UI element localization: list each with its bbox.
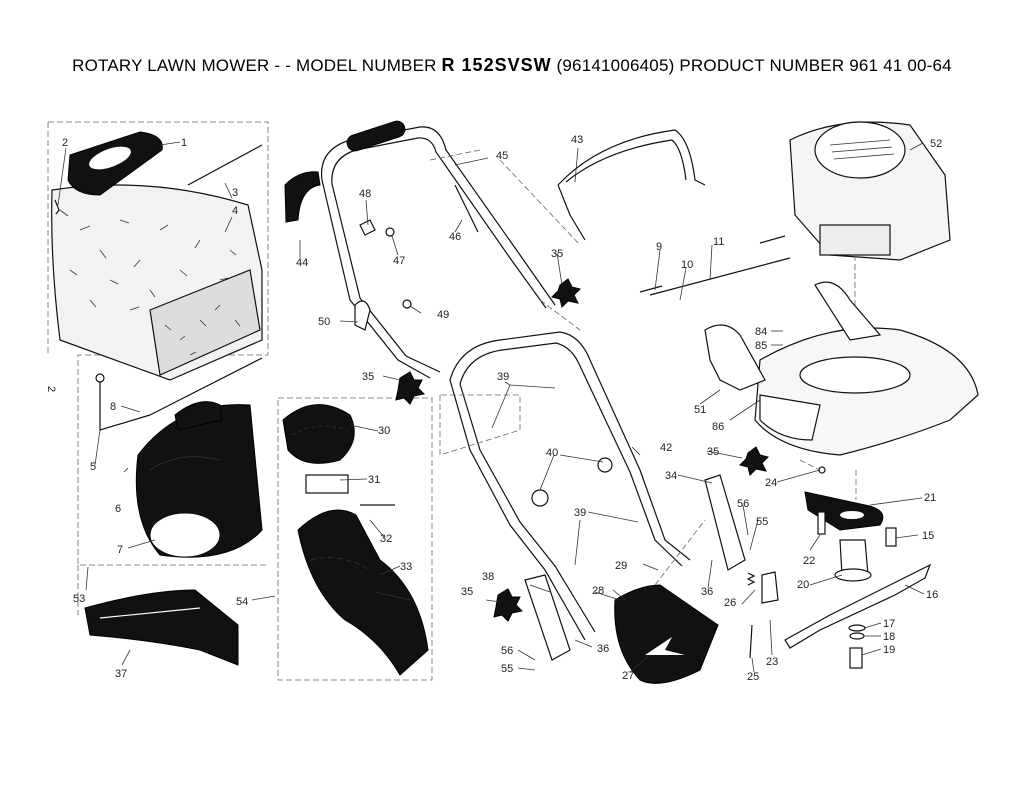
callout-16: 16 (926, 589, 938, 601)
callout-2: 2 (62, 137, 68, 149)
leader-lines (57, 141, 925, 673)
callout-54: 54 (236, 596, 248, 608)
side-mark: 2 (45, 386, 57, 392)
callout-56-a: 56 (737, 498, 749, 510)
discharge-chute-group (277, 397, 433, 681)
callout-31: 31 (368, 474, 380, 486)
callout-17: 17 (883, 618, 895, 630)
callout-23: 23 (766, 656, 778, 668)
engine (789, 121, 951, 345)
callout-labels: 1 2 3 4 5 6 7 8 9 10 11 15 16 17 18 19 2… (45, 134, 942, 683)
callout-33: 33 (400, 561, 412, 573)
callout-30: 30 (378, 425, 390, 437)
callout-21: 21 (924, 492, 936, 504)
callout-55-a: 55 (756, 516, 768, 528)
bail-control (499, 129, 706, 246)
title-model-number: R 152SVSW (441, 55, 552, 75)
callout-44: 44 (296, 257, 308, 269)
callout-47: 47 (393, 255, 405, 267)
callout-36-b: 36 (597, 643, 609, 655)
side-discharge-deflector (77, 565, 239, 666)
callout-3: 3 (232, 187, 238, 199)
callout-28: 28 (592, 585, 604, 597)
title-suffix: (96141006405) PRODUCT NUMBER 961 41 00-6… (556, 56, 952, 75)
callout-55-b: 55 (501, 663, 513, 675)
callout-26: 26 (724, 597, 736, 609)
callout-24: 24 (765, 477, 777, 489)
callout-8: 8 (110, 401, 116, 413)
callout-34: 34 (665, 470, 677, 482)
callout-84: 84 (755, 326, 767, 338)
callout-4: 4 (232, 205, 238, 217)
callout-7: 7 (117, 544, 123, 556)
callout-35-c: 35 (707, 446, 719, 458)
callout-18: 18 (883, 631, 895, 643)
callout-35-a: 35 (362, 371, 374, 383)
callout-37: 37 (115, 668, 127, 680)
knobs (395, 278, 769, 622)
callout-85: 85 (755, 340, 767, 352)
callout-52: 52 (930, 138, 942, 150)
callout-49: 49 (437, 309, 449, 321)
callout-43: 43 (571, 134, 583, 146)
callout-5: 5 (90, 461, 96, 473)
callout-35-b: 35 (551, 248, 563, 260)
callout-40: 40 (546, 447, 558, 459)
callout-42: 42 (660, 442, 672, 454)
callout-32: 32 (380, 533, 392, 545)
diagram-title: ROTARY LAWN MOWER - - MODEL NUMBER R 152… (0, 55, 1024, 76)
callout-25: 25 (747, 671, 759, 683)
callout-56-b: 56 (501, 645, 513, 657)
callout-86: 86 (712, 421, 724, 433)
callout-35-d: 35 (461, 586, 473, 598)
callout-53: 53 (73, 593, 85, 605)
lower-handle (439, 299, 746, 661)
callout-10: 10 (681, 259, 693, 271)
height-adjuster-parts (746, 466, 826, 659)
callout-29: 29 (615, 560, 627, 572)
callout-48: 48 (359, 188, 371, 200)
callout-36-a: 36 (701, 586, 713, 598)
callout-20: 20 (797, 579, 809, 591)
callout-39-b: 39 (574, 507, 586, 519)
grass-catcher-group (47, 121, 269, 566)
upper-handle (284, 120, 556, 379)
mulch-plug (135, 401, 263, 558)
callout-9: 9 (656, 241, 662, 253)
callout-45: 45 (496, 150, 508, 162)
callout-15: 15 (922, 530, 934, 542)
callout-39-a: 39 (497, 371, 509, 383)
blade-assembly (784, 470, 932, 669)
callout-6: 6 (115, 503, 121, 515)
title-prefix: ROTARY LAWN MOWER - - MODEL NUMBER (72, 56, 437, 75)
callout-19: 19 (883, 644, 895, 656)
callout-27: 27 (622, 670, 634, 682)
mower-deck (639, 235, 979, 471)
callout-1: 1 (181, 137, 187, 149)
callout-11: 11 (713, 236, 724, 248)
callout-50: 50 (318, 316, 330, 328)
callout-46: 46 (449, 231, 461, 243)
callout-22: 22 (803, 555, 815, 567)
rear-flap (614, 519, 719, 684)
callout-51: 51 (694, 404, 706, 416)
callout-38: 38 (482, 571, 494, 583)
